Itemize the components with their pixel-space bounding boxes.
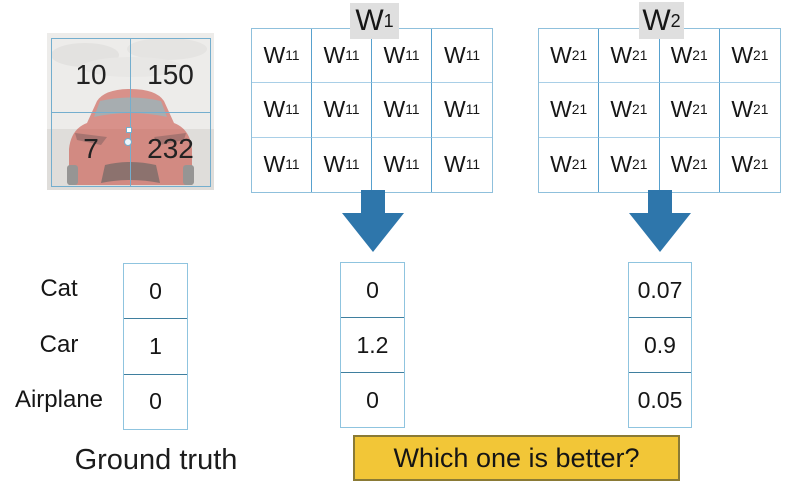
question-banner: Which one is better? <box>353 435 680 481</box>
w1-scores-vector: 0 1.2 0 <box>340 262 405 428</box>
grid-center-handle-icon <box>126 127 132 133</box>
ground-truth-vector: 0 1 0 <box>123 263 188 430</box>
pixel-grid: 10 150 7 232 <box>51 38 211 187</box>
vector-cell: 0 <box>149 388 162 415</box>
vector-cell: 0.07 <box>629 263 691 318</box>
vector-cell: 1.2 <box>341 318 404 373</box>
grid-center-dot-icon <box>124 138 132 146</box>
vector-cell: 0.9 <box>629 318 691 373</box>
pixel-value: 7 <box>52 112 131 186</box>
w2-scores-vector: 0.07 0.9 0.05 <box>628 262 692 428</box>
vector-cell: 0 <box>341 263 404 318</box>
class-label-car: Car <box>39 331 79 358</box>
vector-cell: 0.05 <box>637 386 683 413</box>
vector-cell: 1 <box>124 319 187 375</box>
down-arrow-icon <box>629 190 691 252</box>
pixel-value: 10 <box>52 39 131 113</box>
vector-cell: 0 <box>366 386 379 413</box>
pixel-value: 150 <box>131 39 210 113</box>
vector-cell: 0 <box>124 264 187 320</box>
class-label-airplane: Airplane <box>14 386 104 413</box>
w1-title-text: W <box>355 4 384 37</box>
class-label-cat: Cat <box>40 275 78 302</box>
pixel-value: 232 <box>147 133 194 165</box>
ground-truth-caption: Ground truth <box>74 444 238 476</box>
down-arrow-icon <box>342 190 404 252</box>
w2-title-text: W <box>642 3 671 37</box>
